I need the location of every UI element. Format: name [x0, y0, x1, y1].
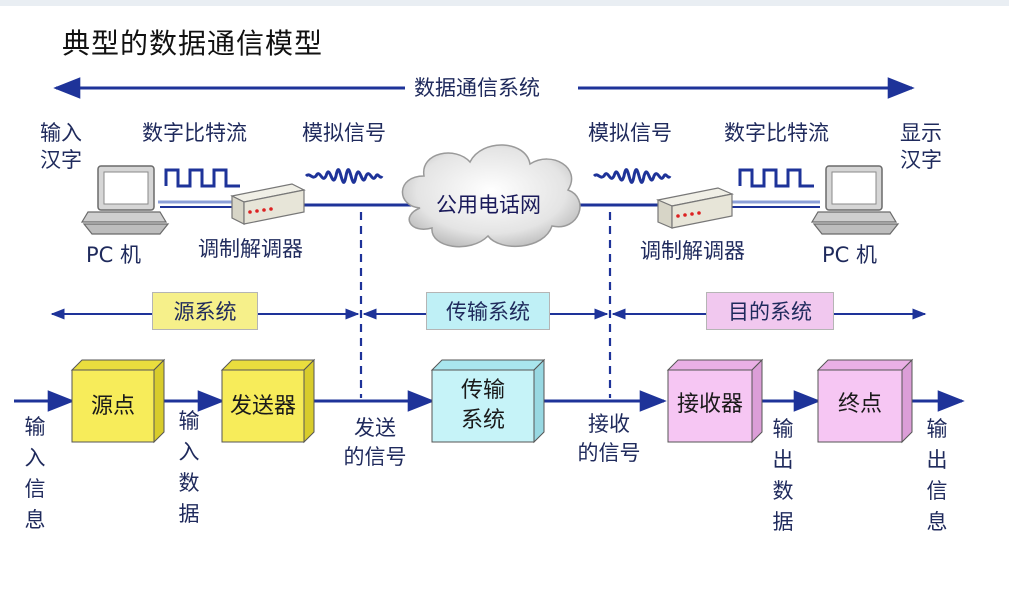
analog-right-label: 模拟信号 [588, 121, 672, 145]
digital-wave-right-icon [738, 168, 814, 188]
analog-left-label: 模拟信号 [302, 121, 386, 145]
transmitter-label: 发送器 [229, 394, 296, 419]
block-destination-point [816, 358, 914, 444]
modem-right-icon [655, 187, 735, 229]
public-phone-network-cloud [401, 144, 581, 248]
modem-left-label: 调制解调器 [198, 237, 303, 261]
bitstream-right-label: 数字比特流 [724, 121, 829, 145]
section-transmission: 传输系统 [426, 292, 550, 330]
bitstream-left-label: 数字比特流 [142, 121, 247, 145]
output-data-label: 输出数据 [772, 417, 794, 534]
block-source-point [70, 358, 166, 444]
input-info-label: 输入信息 [24, 415, 46, 532]
destination-point-label: 终点 [837, 392, 882, 417]
transmission-system-label: 传输系统 [460, 378, 505, 433]
block-transmission-system [430, 358, 546, 444]
pc-right-label: PC 机 [822, 243, 878, 267]
section-destination: 目的系统 [706, 292, 834, 330]
source-point-label: 源点 [90, 394, 135, 419]
output-info-label: 输出信息 [926, 417, 948, 534]
section-source: 源系统 [152, 292, 258, 330]
cloud-label: 公用电话网 [436, 193, 541, 217]
pc-left-icon [80, 165, 170, 235]
system-label: 数据通信系统 [408, 75, 546, 101]
receiver-label: 接收器 [676, 392, 743, 417]
output-chinese-label: 显示汉字 [900, 121, 942, 172]
analog-wave-left-icon [304, 168, 384, 184]
analog-wave-right-icon [592, 168, 672, 184]
sent-signal-label: 发送的信号 [343, 416, 407, 469]
modem-right-label: 调制解调器 [640, 239, 745, 263]
received-signal-label: 接收的信号 [577, 412, 641, 465]
modem-left-icon [230, 183, 306, 225]
input-chinese-label: 输入汉字 [40, 121, 82, 172]
block-receiver [666, 358, 764, 444]
digital-wave-left-icon [164, 168, 240, 188]
pc-left-label: PC 机 [86, 243, 142, 267]
page-title: 典型的数据通信模型 [62, 27, 324, 60]
block-transmitter [220, 358, 316, 444]
input-data-label: 输入数据 [178, 409, 200, 526]
pc-right-icon [810, 165, 900, 235]
top-band [0, 0, 1009, 6]
